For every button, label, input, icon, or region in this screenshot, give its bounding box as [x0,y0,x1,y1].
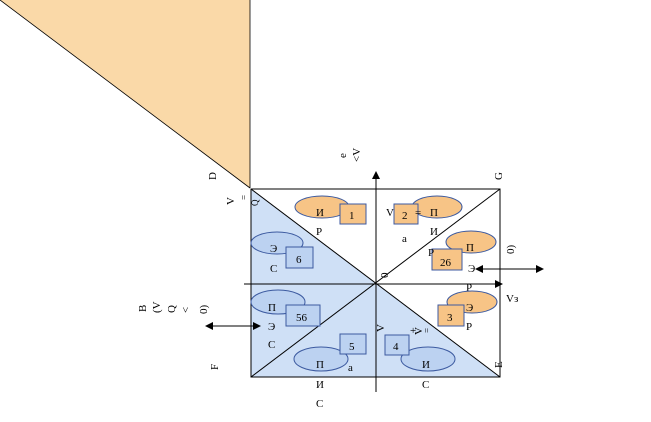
r3-letter: Р [466,321,472,333]
left-neq: (V [151,301,163,313]
bottom-s1-letter: С [316,398,323,410]
box-26-label: 26 [440,257,452,269]
origin-label: 0 [379,272,391,278]
r1-letter: Р [316,226,322,238]
box-3-label: 3 [447,312,453,324]
d-side-label: V = Q [225,195,260,206]
ellipse-5-letter: П [316,359,324,371]
box-6-label: 6 [296,254,302,266]
corner-d: D [207,172,219,180]
plus3-letter: + [410,325,416,337]
box-1-label: 1 [349,210,355,222]
box-56 [285,304,321,327]
ellipse-1-letter: И [316,207,324,219]
v3s-letter: V [413,327,425,335]
ellipse-3-letter: Э [466,302,473,314]
box-4-label: 4 [393,341,399,353]
bottom-i-letter: И [316,379,324,391]
left-lt: < [180,307,192,313]
e56b-letter: Э [268,321,275,333]
box-2-label: 2 [402,210,408,222]
top-v-label: <V [351,148,363,162]
left-paren: 0) [198,305,210,315]
orange-diagonal [0,0,251,189]
box-4 [384,334,410,356]
ellipse-26 [445,230,497,254]
ellipse-2-letter: П [430,207,438,219]
corner-f: F [209,364,221,370]
v4-letter: V [375,324,387,332]
v3-label: Vз [506,293,518,305]
e26-letter: Э [468,263,475,275]
left-inequality-label: B (V Q < 0) [137,301,210,314]
ellipse-6-letter: Э [270,243,277,255]
box-5-label: 5 [349,341,355,353]
s56-letter: С [268,339,275,351]
d-side-q: Q [250,199,260,206]
left-q: Q [166,305,178,313]
ellipse-26-letter-a: П [466,242,474,254]
r26-letter: Р [428,247,434,259]
ellipse-4 [400,346,456,372]
ellipse-5 [293,346,349,372]
eq2-letter: = [415,207,421,219]
top-e-label: е [337,153,349,158]
box-6 [285,246,314,269]
ellipse-4-letter: И [422,359,430,371]
ellipse-56-letter: П [268,302,276,314]
i2-letter: И [430,226,438,238]
a2-letter: а [402,233,407,245]
box-1 [339,203,367,225]
box-26 [431,248,463,271]
corner-e: E [493,361,505,368]
eq3-letter: = [422,328,432,333]
box-56-label: 56 [296,312,308,324]
box-5 [339,333,367,355]
box-2 [393,203,419,225]
s6-letter: С [270,263,277,275]
bottom-s2-letter: С [422,379,429,391]
box-3 [437,304,465,327]
left-b: B [137,305,149,312]
corner-g: G [493,172,505,180]
r26b-letter: Р [466,282,472,294]
v2-letter: V [386,207,394,219]
d-side-v: V [225,197,237,205]
a5-letter: а [348,362,353,374]
d-side-eq: = [239,195,249,200]
right-paren-label: 0) [505,245,517,255]
